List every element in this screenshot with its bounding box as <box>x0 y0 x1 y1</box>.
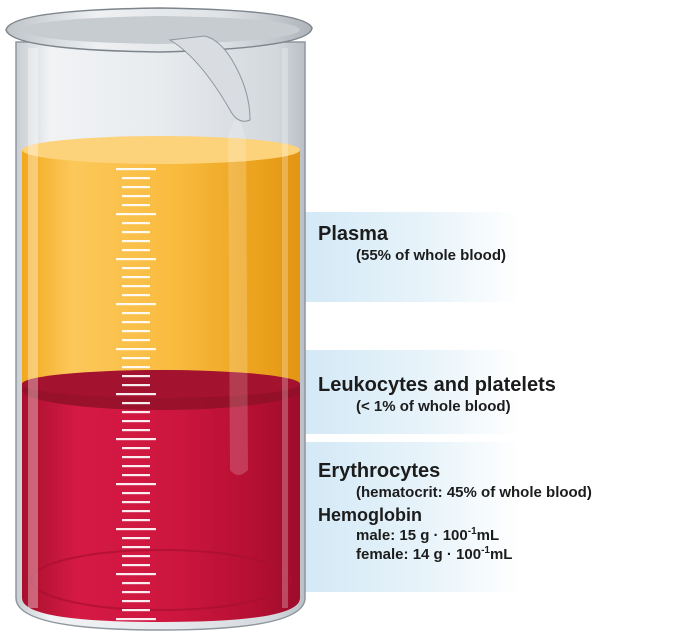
scale-minor-tick <box>122 411 150 413</box>
scale-minor-tick <box>122 582 150 584</box>
buffy-coat-detail: (< 1% of whole blood) <box>318 397 556 416</box>
erythrocytes-title: Erythrocytes <box>318 459 592 483</box>
plasma-title: Plasma <box>318 222 506 246</box>
scale-minor-tick <box>122 402 150 404</box>
hemoglobin-female: female: 14 g · 100-1mL <box>318 545 592 564</box>
hemoglobin-male-prefix: male: 15 g · 100 <box>356 527 468 544</box>
hemoglobin-title: Hemoglobin <box>318 504 592 526</box>
hemoglobin-female-prefix: female: 14 g · 100 <box>356 546 481 563</box>
scale-minor-tick <box>122 177 150 179</box>
scale-minor-tick <box>122 465 150 467</box>
scale-minor-tick <box>122 492 150 494</box>
scale-minor-tick <box>122 339 150 341</box>
scale-minor-tick <box>122 195 150 197</box>
plasma-detail: (55% of whole blood) <box>318 246 506 265</box>
scale-minor-tick <box>122 204 150 206</box>
scale-minor-tick <box>122 186 150 188</box>
scale-major-tick <box>116 573 156 575</box>
scale-major-tick <box>116 168 156 170</box>
scale-minor-tick <box>122 240 150 242</box>
scale-minor-tick <box>122 285 150 287</box>
hemoglobin-male-exponent: -1 <box>468 526 477 537</box>
scale-minor-tick <box>122 456 150 458</box>
scale-major-tick <box>116 528 156 530</box>
scale-minor-tick <box>122 321 150 323</box>
scale-minor-tick <box>122 501 150 503</box>
scale-minor-tick <box>122 249 150 251</box>
scale-minor-tick <box>122 600 150 602</box>
hemoglobin-female-unit: mL <box>490 546 513 563</box>
scale-minor-tick <box>122 375 150 377</box>
scale-minor-tick <box>122 267 150 269</box>
scale-minor-tick <box>122 276 150 278</box>
scale-minor-tick <box>122 429 150 431</box>
scale-major-tick <box>116 618 156 620</box>
scale-minor-tick <box>122 609 150 611</box>
scale-minor-tick <box>122 555 150 557</box>
scale-major-tick <box>116 213 156 215</box>
plasma-label: Plasma (55% of whole blood) <box>318 222 506 265</box>
plasma-layer <box>22 150 300 383</box>
scale-major-tick <box>116 258 156 260</box>
scale-minor-tick <box>122 357 150 359</box>
scale-minor-tick <box>122 222 150 224</box>
scale-major-tick <box>116 303 156 305</box>
buffy-coat-title: Leukocytes and platelets <box>318 373 556 397</box>
scale-minor-tick <box>122 366 150 368</box>
scale-minor-tick <box>122 420 150 422</box>
scale-minor-tick <box>122 546 150 548</box>
scale-minor-tick <box>122 510 150 512</box>
erythrocytes-detail: (hematocrit: 45% of whole blood) <box>318 483 592 502</box>
scale-minor-tick <box>122 231 150 233</box>
scale-major-tick <box>116 348 156 350</box>
scale-minor-tick <box>122 384 150 386</box>
scale-minor-tick <box>122 330 150 332</box>
hemoglobin-female-exponent: -1 <box>481 545 490 556</box>
hemoglobin-male-unit: mL <box>477 527 500 544</box>
scale-major-tick <box>116 438 156 440</box>
scale-minor-tick <box>122 312 150 314</box>
erythrocytes-label: Erythrocytes (hematocrit: 45% of whole b… <box>318 459 592 564</box>
scale-minor-tick <box>122 591 150 593</box>
plasma-surface <box>22 136 300 164</box>
scale-minor-tick <box>122 519 150 521</box>
buffy-coat-label: Leukocytes and platelets (< 1% of whole … <box>318 373 556 416</box>
scale-minor-tick <box>122 447 150 449</box>
scale-minor-tick <box>122 537 150 539</box>
scale-minor-tick <box>122 294 150 296</box>
scale-minor-tick <box>122 474 150 476</box>
scale-minor-tick <box>122 564 150 566</box>
erythrocytes-layer <box>22 383 300 622</box>
hemoglobin-male: male: 15 g · 100-1mL <box>318 526 592 545</box>
scale-major-tick <box>116 483 156 485</box>
scale-major-tick <box>116 393 156 395</box>
